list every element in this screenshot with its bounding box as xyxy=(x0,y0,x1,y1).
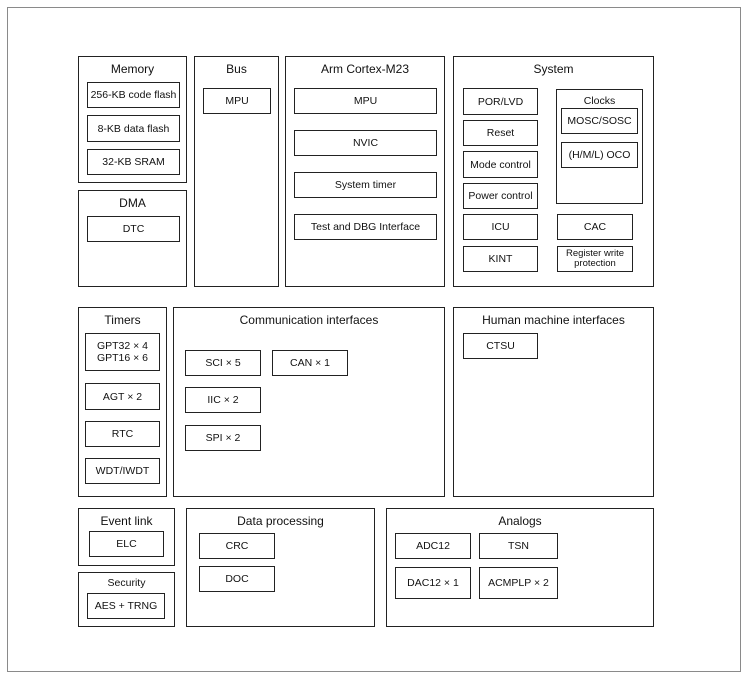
timers-group: Timers GPT32 × 4 GPT16 × 6 AGT × 2 RTC W… xyxy=(78,307,167,497)
can-block: CAN × 1 xyxy=(272,350,348,376)
icu-block: ICU xyxy=(463,214,538,240)
kint-block: KINT xyxy=(463,246,538,272)
analogs-group: Analogs ADC12 TSN DAC12 × 1 ACMPLP × 2 xyxy=(386,508,654,627)
dac12-block: DAC12 × 1 xyxy=(395,567,471,599)
reset-block: Reset xyxy=(463,120,538,146)
adc12-block: ADC12 xyxy=(395,533,471,559)
wdt-block: WDT/IWDT xyxy=(85,458,160,484)
crc-block: CRC xyxy=(199,533,275,559)
doc-block: DOC xyxy=(199,566,275,592)
data-flash-block: 8-KB data flash xyxy=(87,115,180,142)
comm-group: Communication interfaces SCI × 5 CAN × 1… xyxy=(173,307,445,497)
dma-title: DMA xyxy=(119,196,146,210)
security-title: Security xyxy=(107,577,146,589)
dma-group: DMA DTC xyxy=(78,190,187,287)
ctsu-block: CTSU xyxy=(463,333,538,359)
timers-title: Timers xyxy=(104,313,141,327)
bus-title: Bus xyxy=(226,62,247,76)
test-dbg-block: Test and DBG Interface xyxy=(294,214,437,240)
hmi-title: Human machine interfaces xyxy=(482,313,625,327)
dtc-block: DTC xyxy=(87,216,180,242)
mosc-sosc-block: MOSC/SOSC xyxy=(561,108,638,134)
clocks-group: Clocks MOSC/SOSC (H/M/L) OCO xyxy=(556,89,643,204)
power-control-block: Power control xyxy=(463,183,538,209)
sci-block: SCI × 5 xyxy=(185,350,261,376)
code-flash-block: 256-KB code flash xyxy=(87,82,180,108)
rtc-block: RTC xyxy=(85,421,160,447)
system-group: System POR/LVD Reset Mode control Power … xyxy=(453,56,654,287)
data-processing-title: Data processing xyxy=(237,514,324,528)
oco-block: (H/M/L) OCO xyxy=(561,142,638,168)
acmplp-block: ACMPLP × 2 xyxy=(479,567,558,599)
memory-title: Memory xyxy=(110,62,155,76)
data-processing-group: Data processing CRC DOC xyxy=(186,508,375,627)
system-timer-block: System timer xyxy=(294,172,437,198)
agt-block: AGT × 2 xyxy=(85,383,160,410)
cac-block: CAC xyxy=(557,214,633,240)
bus-mpu-block: MPU xyxy=(203,88,271,114)
tsn-block: TSN xyxy=(479,533,558,559)
mode-control-block: Mode control xyxy=(463,151,538,178)
aes-trng-block: AES + TRNG xyxy=(87,593,165,619)
diagram-frame xyxy=(7,7,741,672)
clocks-title: Clocks xyxy=(583,95,616,107)
por-lvd-block: POR/LVD xyxy=(463,88,538,115)
security-group: Security AES + TRNG xyxy=(78,572,175,627)
sram-block: 32-KB SRAM xyxy=(87,149,180,175)
cpu-group: Arm Cortex-M23 MPU NVIC System timer Tes… xyxy=(285,56,445,287)
spi-block: SPI × 2 xyxy=(185,425,261,451)
gpt-block: GPT32 × 4 GPT16 × 6 xyxy=(85,333,160,371)
cpu-title: Arm Cortex-M23 xyxy=(320,62,409,76)
system-title: System xyxy=(533,62,574,76)
cpu-mpu-block: MPU xyxy=(294,88,437,114)
bus-group: Bus MPU xyxy=(194,56,279,287)
nvic-block: NVIC xyxy=(294,130,437,156)
memory-group: Memory 256-KB code flash 8-KB data flash… xyxy=(78,56,187,183)
event-link-title: Event link xyxy=(100,514,153,528)
comm-title: Communication interfaces xyxy=(239,313,379,327)
register-protection-block: Register write protection xyxy=(557,246,633,272)
event-link-group: Event link ELC xyxy=(78,508,175,566)
elc-block: ELC xyxy=(89,531,164,557)
iic-block: IIC × 2 xyxy=(185,387,261,413)
hmi-group: Human machine interfaces CTSU xyxy=(453,307,654,497)
analogs-title: Analogs xyxy=(498,514,542,528)
